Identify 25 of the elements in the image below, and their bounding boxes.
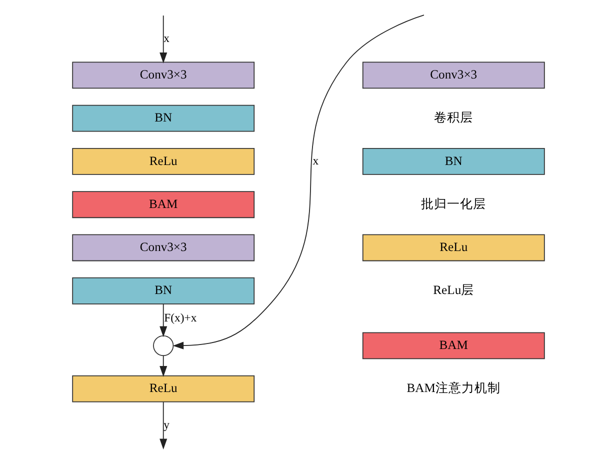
node-box: Conv3×3 bbox=[72, 234, 254, 262]
node-box: Conv3×3 bbox=[362, 62, 544, 89]
node-label: ReLu层 bbox=[432, 283, 474, 298]
edge-label: x bbox=[312, 154, 318, 168]
arrow bbox=[172, 14, 424, 350]
node-box: BN bbox=[72, 277, 254, 304]
node-label: 批归一化层 bbox=[420, 196, 486, 211]
node-box: BN bbox=[362, 148, 544, 175]
node-box: ReLu bbox=[72, 148, 254, 175]
node-box: BAM bbox=[72, 191, 254, 218]
edge-label: x bbox=[163, 32, 169, 45]
node-box: ReLu bbox=[362, 234, 544, 262]
edge-label: y bbox=[163, 418, 169, 432]
arrow bbox=[159, 355, 167, 377]
arrow bbox=[159, 402, 167, 450]
node-circle bbox=[152, 335, 174, 356]
node-label: 卷积层 bbox=[434, 110, 473, 125]
node-box: BN bbox=[72, 104, 254, 132]
node-box: BAM bbox=[362, 332, 544, 360]
edge-label: F(x)+x bbox=[164, 311, 196, 324]
arrow bbox=[159, 15, 167, 64]
node-box: ReLu bbox=[72, 375, 254, 402]
node-label: BAM注意力机制 bbox=[406, 381, 500, 396]
arrow bbox=[159, 304, 167, 338]
node-box: Conv3×3 bbox=[72, 62, 254, 89]
